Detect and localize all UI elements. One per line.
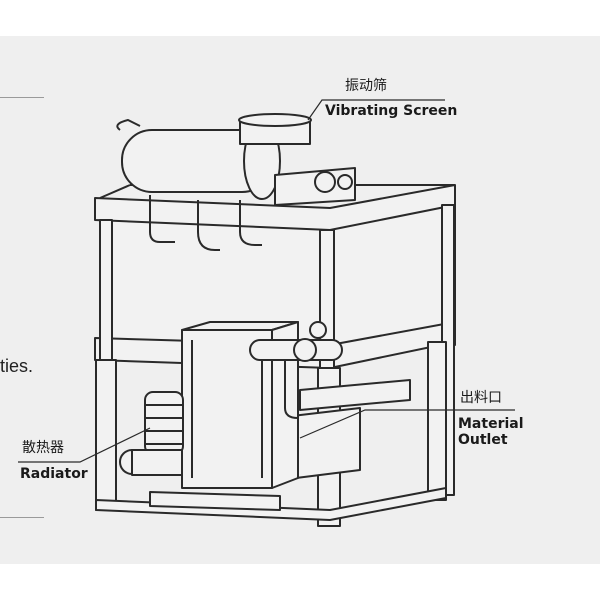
vibrating-screen-en-label: Vibrating Screen (325, 103, 457, 119)
vibrating-screen-cn: 振动筛 (345, 78, 387, 94)
material-outlet-label: 出料口 (460, 390, 502, 406)
top-divider (0, 97, 44, 98)
radiator-cn: 散热器 (22, 440, 64, 456)
radiator-en: Radiator (20, 466, 88, 482)
material-outlet-cn: 出料口 (460, 390, 502, 406)
base-frame (95, 487, 447, 521)
truncated-side-text: ties. (0, 356, 34, 376)
radiator-leader (18, 427, 151, 463)
lower-leg-left (95, 359, 117, 511)
lower-leg-back (427, 341, 447, 501)
material-outlet-leader (299, 409, 515, 439)
vibrating-screen-label: 振动筛 (345, 78, 387, 94)
vibrating-screen-en: Vibrating Screen (325, 103, 458, 119)
radiator-en-label: Radiator (20, 466, 88, 482)
radiator-label: 散热器 (22, 440, 64, 456)
vibrating-screen-leader (307, 99, 445, 121)
material-outlet-en-label: Material Outlet (458, 416, 524, 448)
material-outlet-en-2: Outlet (458, 432, 508, 449)
material-outlet-en-1: Material (458, 416, 524, 432)
bottom-divider (0, 517, 44, 518)
